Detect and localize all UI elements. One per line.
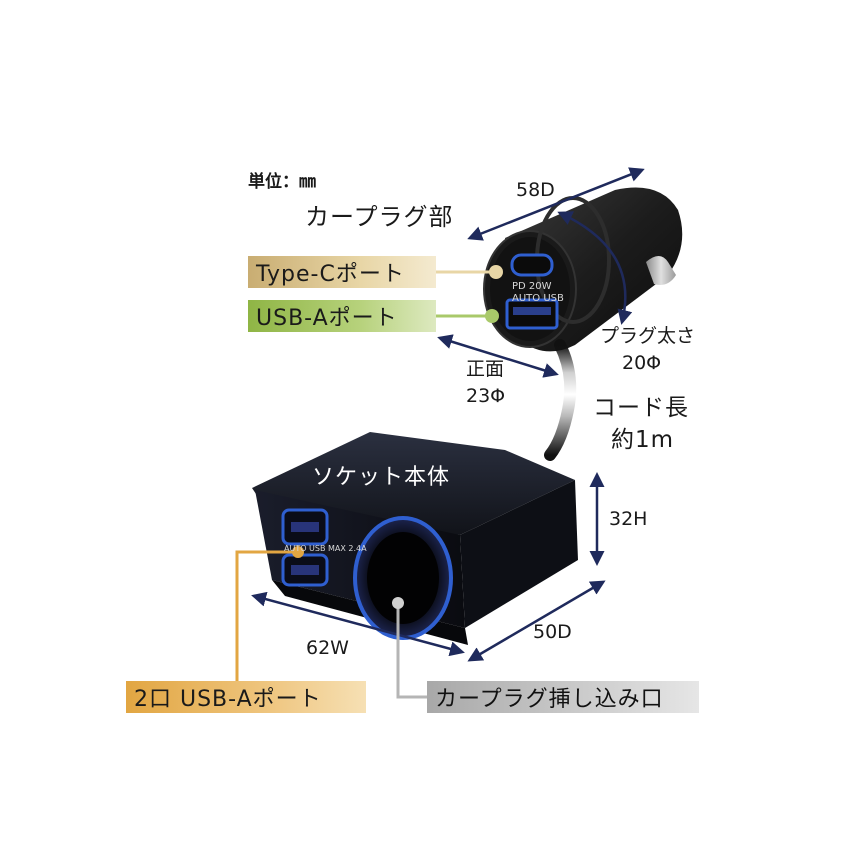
- cord: [544, 339, 577, 461]
- plug-thickness-value: 20Φ: [622, 352, 662, 374]
- plug-inlet-tag-text: カープラグ挿し込み口: [435, 687, 664, 712]
- dim-58d-label: 58D: [516, 179, 555, 201]
- car-plug-title: カープラグ部: [305, 203, 454, 231]
- dim-62w-line: [251, 591, 465, 657]
- usb-a-port-tag-text: USB-Aポート: [256, 306, 398, 331]
- type-c-port-tag-text: Type-Cポート: [256, 262, 405, 287]
- dimension-lines: [251, 167, 645, 662]
- dual-usb-port-tag: 2口 USB-Aポート: [126, 681, 366, 713]
- front-value: 23Φ: [466, 385, 506, 407]
- plug-port-text-auto: AUTO USB: [512, 293, 564, 304]
- unit-label: 単位：㎜: [248, 172, 316, 192]
- dim-23phi-line: [437, 334, 559, 378]
- socket-title: ソケット本体: [312, 465, 451, 490]
- dim-20phi-arc: [557, 211, 633, 325]
- dim-50d-line: [467, 580, 606, 662]
- dual-usb-port-tag-text: 2口 USB-Aポート: [134, 687, 322, 712]
- dim-50d-label: 50D: [533, 621, 572, 643]
- dim-58d-line: [467, 167, 645, 241]
- plug-thickness-label: プラグ太さ: [600, 325, 696, 347]
- dim-62w-label: 62W: [306, 637, 349, 659]
- plug-port-text-pd: PD 20W: [512, 281, 552, 292]
- usb-a-port-tag: USB-Aポート: [248, 300, 436, 332]
- socket-body: [252, 432, 578, 645]
- front-label: 正面: [466, 358, 505, 380]
- type-c-port: [510, 253, 554, 277]
- plug-inlet-tag: カープラグ挿し込み口: [427, 681, 699, 713]
- type-c-port-tag: Type-Cポート: [248, 256, 436, 288]
- cord-length: 約1m: [611, 427, 675, 453]
- dim-32h-label: 32H: [609, 508, 648, 530]
- callout-leaders: [235, 265, 503, 699]
- socket-port-text: AUTO USB MAX 2.4A: [284, 544, 367, 553]
- cord-label: コード長: [593, 395, 689, 421]
